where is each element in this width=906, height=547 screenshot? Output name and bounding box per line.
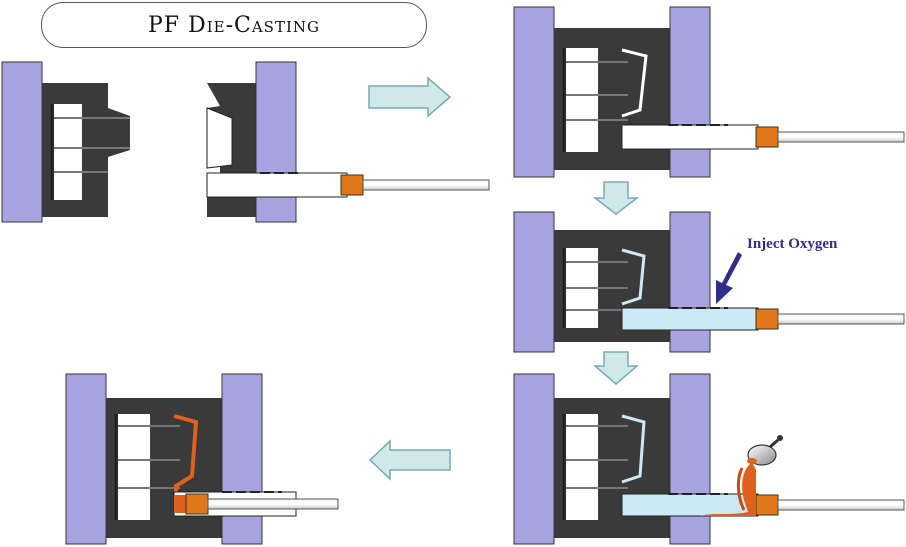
arrow-down-icon [592, 181, 640, 215]
shot-sleeve-oxygen [621, 493, 759, 517]
fixed-platen [669, 6, 711, 178]
step-open-mold [1, 61, 490, 223]
plunger-tip [185, 493, 209, 515]
page-title: PF Die-Casting [41, 2, 427, 48]
plunger-rod [362, 179, 490, 191]
plunger-tip [755, 126, 779, 148]
ladle-icon [747, 435, 783, 466]
plunger-tip [755, 494, 779, 516]
fixed-platen [669, 373, 711, 545]
plunger-rod [777, 131, 905, 143]
arrow-down-icon [592, 351, 640, 385]
die-cavity [621, 414, 646, 484]
plunger-tip [755, 308, 779, 330]
shot-sleeve [621, 124, 759, 150]
moving-platen [65, 373, 107, 545]
inject-oxygen-label: Inject Oxygen [747, 236, 838, 252]
step-pour-metal [513, 373, 905, 545]
cast-part [173, 414, 199, 498]
moving-platen [513, 211, 555, 353]
fixed-platen [221, 373, 263, 545]
shot-sleeve-oxygen [621, 307, 759, 331]
moving-platen [513, 6, 555, 178]
fixed-platen [255, 61, 297, 223]
plunger-rod [207, 498, 339, 510]
oxygen-arrow-icon [716, 252, 742, 304]
molten-metal-stream [700, 462, 756, 516]
arrow-left-icon [368, 439, 451, 481]
moving-platen [513, 373, 555, 545]
biscuit [174, 495, 186, 513]
moving-platen [1, 61, 43, 223]
die-cavity [621, 248, 646, 306]
plunger-rod [777, 313, 905, 325]
step-closed-mold [513, 6, 905, 178]
plunger-rod [777, 499, 905, 511]
arrow-right-icon [368, 76, 452, 118]
plunger-tip [340, 174, 364, 196]
fixed-platen [669, 211, 711, 353]
step-cast [65, 373, 339, 545]
die-cavity [621, 48, 648, 118]
step-inject-oxygen [513, 211, 905, 353]
shot-sleeve [206, 172, 348, 198]
